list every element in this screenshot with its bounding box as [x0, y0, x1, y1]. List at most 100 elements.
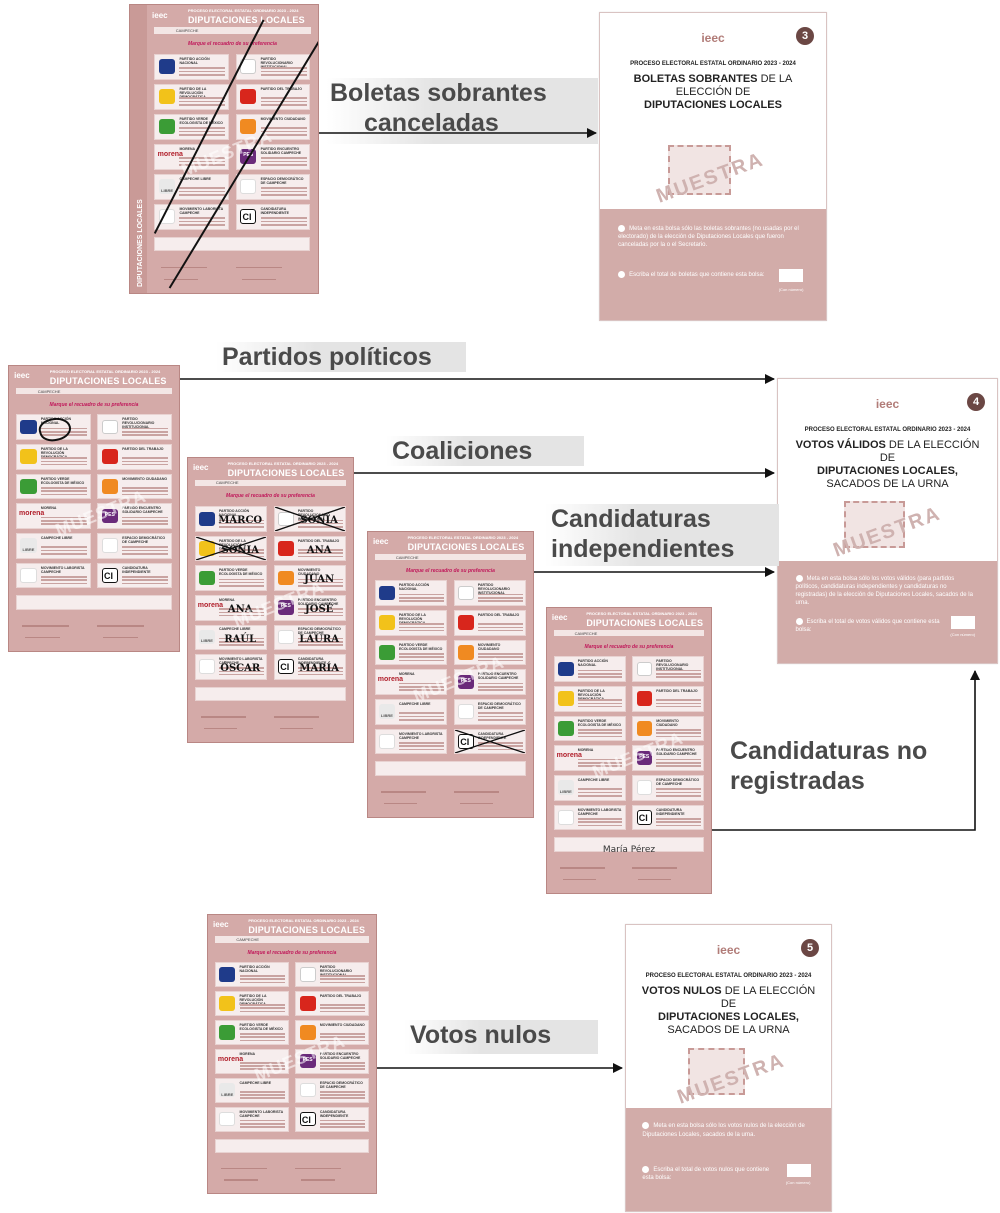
candidate-line — [260, 194, 307, 196]
ballot-instruction: Marque el recuadro de su preferencia — [247, 949, 337, 956]
total-box-label: (Con número) — [950, 632, 976, 638]
ci-text: CI — [638, 813, 648, 824]
ballot-process: PROCESO ELECTORAL ESTATAL ORDINARIO 2023… — [248, 917, 359, 923]
candidate-line — [577, 705, 623, 708]
signature-line — [25, 636, 60, 639]
candidate-line — [179, 70, 226, 73]
instruction-1-text: Meta en esta bolsa sólo las boletas sobr… — [618, 226, 799, 249]
signature-line — [22, 625, 69, 627]
ballot-fields: CAMPECHE — [153, 27, 312, 34]
party-cell: ESPACIO DEMOCRÁTICO DE CAMPECHE — [453, 699, 527, 725]
ballot-side-strip: IEEC - 000,000DIPUTACIONES LOCALES — [130, 5, 147, 293]
candidate-line — [40, 582, 87, 585]
signature-line — [273, 716, 320, 718]
prd-logo-icon — [20, 449, 37, 464]
instruction-1: Meta en esta bolsa sólo las boletas sobr… — [618, 224, 808, 249]
party-name: CAMPECHE LIBRE — [398, 702, 431, 707]
candidate-line — [398, 597, 444, 599]
arrow-no-registradas — [712, 670, 980, 831]
ballot-footer — [194, 707, 347, 734]
ci-logo-icon: CI — [278, 659, 294, 674]
ballot-fields: CAMPECHE — [15, 387, 173, 395]
candidate-line — [260, 164, 307, 166]
candidate-line — [577, 821, 623, 823]
party-name: MOVIMIENTO LABORISTA CAMPECHE — [239, 1109, 284, 1118]
pes-logo-icon: PES — [636, 750, 653, 766]
party-cell: MOVIMIENTO LABORISTA CAMPECHE — [214, 1107, 289, 1133]
candidate-line — [577, 673, 623, 675]
signature-line — [632, 867, 678, 869]
party-cell: PARTIDO ACCIÓN NACIONAL — [374, 580, 448, 607]
pvem-logo-icon — [159, 119, 176, 135]
candidate-name: JOSÉ — [305, 604, 334, 615]
candidate-line — [218, 611, 264, 614]
party-cell: PARTIDO ACCIÓN NACIONAL — [154, 53, 230, 80]
candidate-line — [179, 67, 226, 69]
candidate-line — [122, 460, 169, 463]
title-bold2: DIPUTACIONES LOCALES, — [658, 1011, 799, 1023]
candidate-line — [40, 457, 87, 459]
candidate-line — [319, 1126, 366, 1128]
write-in-name: María Pérez — [602, 844, 656, 855]
candidate-line — [179, 97, 226, 99]
candidate-line — [656, 821, 701, 823]
label-independientes-line1: Candidaturas — [551, 505, 711, 533]
candidate-line — [398, 719, 444, 721]
label-no-registradas: Candidaturas no registradas — [730, 736, 970, 798]
candidate-line — [179, 134, 226, 136]
candidate-line — [40, 463, 87, 466]
candidate-line — [179, 190, 226, 193]
title-rest: DE LA ELECCIÓN DE — [720, 985, 816, 1010]
candidate-line — [218, 519, 264, 521]
envelope-number: 3 — [796, 27, 814, 45]
party-cell: PARTIDO REVOLUCIONARIO INSTITUCIONAL — [632, 656, 705, 683]
signature-line — [459, 802, 493, 805]
candidate-line — [40, 553, 87, 555]
candidate-line — [319, 975, 366, 977]
candidate-name: MARCO — [218, 515, 263, 527]
pan-logo-icon — [159, 59, 176, 75]
title-tail: SACADOS DE LA URNA — [826, 478, 949, 490]
pan-logo-icon — [379, 585, 395, 601]
candidate-line — [477, 712, 523, 714]
candidate-line — [319, 1068, 366, 1070]
ballot-state: CAMPECHE — [175, 27, 199, 33]
pan-logo-icon — [558, 661, 574, 677]
candidate-line — [239, 1065, 286, 1067]
candidate-line — [398, 686, 444, 688]
instruction-2-text: Escriba el total de votos válidos que co… — [795, 619, 940, 634]
party-name: MORENA — [179, 146, 196, 151]
party-cell: PARTIDO REVOLUCIONARIO INSTITUCIONAL — [295, 962, 370, 988]
candidate-line — [122, 553, 169, 555]
mlc-logo-icon — [558, 810, 574, 825]
party-name: PARTIDO ACCIÓN NACIONAL — [40, 417, 72, 426]
party-name: CAMPECHE LIBRE — [577, 778, 610, 783]
signature-line — [301, 1179, 336, 1181]
title-bold: VOTOS NULOS — [641, 985, 722, 997]
candidate-line — [239, 1119, 286, 1122]
ci-logo-icon: CI — [636, 810, 653, 825]
party-name: PARTIDO ACCIÓN NACIONAL — [218, 509, 250, 518]
prd-logo-icon — [379, 615, 395, 630]
ballot-footer — [214, 1159, 370, 1185]
morena-text: morena — [217, 1055, 244, 1063]
signature-line — [223, 1179, 258, 1181]
pes-text: PES — [280, 603, 291, 610]
stamp-area — [843, 501, 905, 548]
candidate-line — [218, 526, 264, 528]
party-name: PARTIDO VERDE ECOLOGISTA DE MÉXICO — [577, 718, 622, 727]
write-in-box — [374, 761, 527, 776]
candidate-line — [398, 715, 444, 718]
candidate-line — [398, 745, 444, 747]
candidate-line — [477, 597, 523, 599]
